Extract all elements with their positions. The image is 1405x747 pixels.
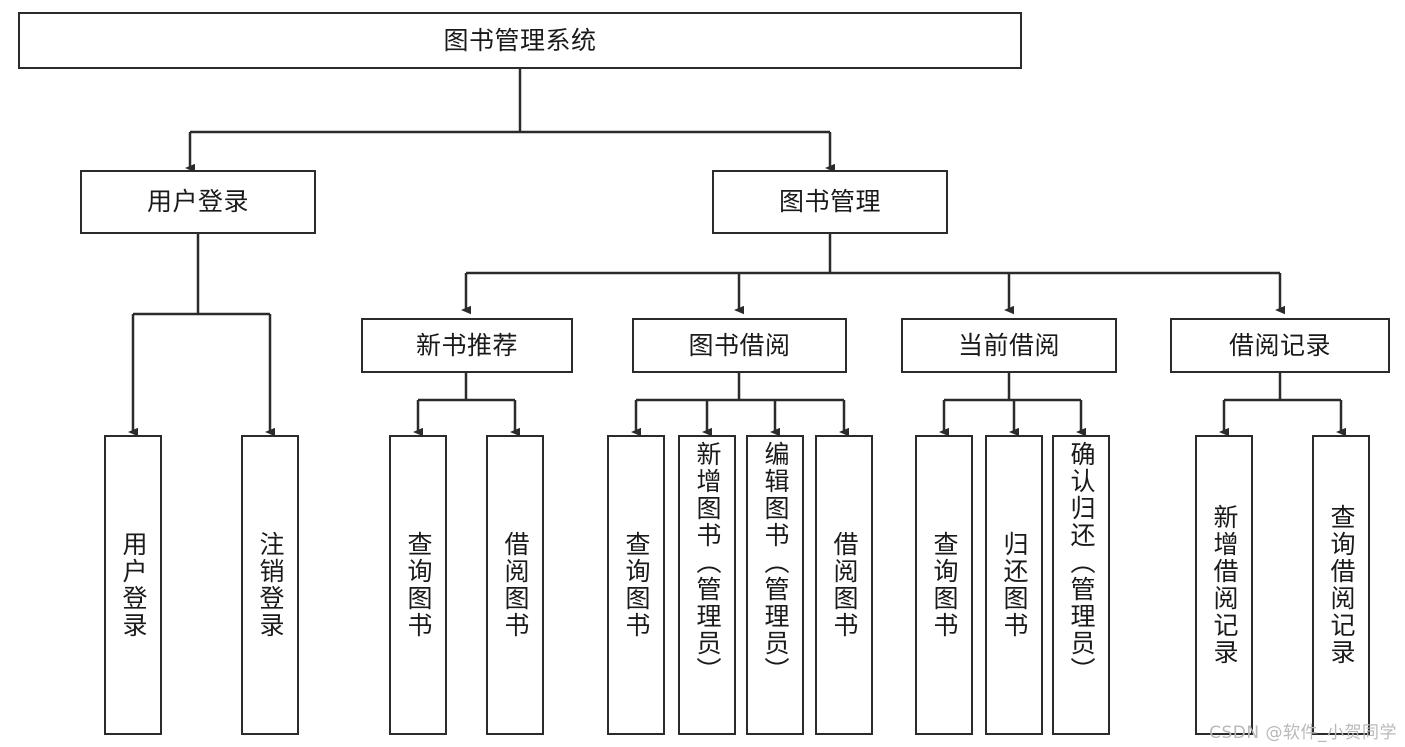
node-label: 新增图书（管理员） [693, 441, 722, 684]
node-label: 借阅记录 [1228, 330, 1331, 360]
node-label: 查询图书 [622, 531, 651, 639]
node-label: 新增借阅记录 [1210, 504, 1239, 666]
node-leaf-logout-login[interactable]: 注销登录 [241, 435, 299, 735]
node-label: 查询图书 [930, 531, 959, 639]
node-leaf-edit-book-admin[interactable]: 编辑图书（管理员） [746, 435, 804, 735]
node-leaf-query-book-borrow[interactable]: 查询图书 [607, 435, 665, 735]
node-label: 用户登录 [119, 531, 148, 639]
csdn-watermark: CSDN @软件_小贺同学 [1209, 723, 1397, 743]
node-leaf-query-borrow-record[interactable]: 查询借阅记录 [1312, 435, 1370, 735]
node-leaf-add-borrow-record[interactable]: 新增借阅记录 [1195, 435, 1253, 735]
node-label: 查询借阅记录 [1327, 504, 1356, 666]
node-leaf-query-book-current[interactable]: 查询图书 [915, 435, 973, 735]
node-label: 借阅图书 [501, 531, 530, 639]
node-leaf-borrow-book-recommend[interactable]: 借阅图书 [486, 435, 544, 735]
node-label: 查询图书 [404, 531, 433, 639]
node-leaf-borrow-book-borrow[interactable]: 借阅图书 [815, 435, 873, 735]
node-root-book-management-system[interactable]: 图书管理系统 [18, 12, 1022, 69]
node-label: 编辑图书（管理员） [761, 441, 790, 684]
node-label: 用户登录 [146, 187, 249, 217]
node-label: 当前借阅 [957, 330, 1060, 360]
node-label: 借阅图书 [830, 531, 859, 639]
node-label: 新书推荐 [415, 330, 518, 360]
node-book-borrow[interactable]: 图书借阅 [632, 318, 847, 373]
node-label: 注销登录 [256, 531, 285, 639]
node-new-book-recommend[interactable]: 新书推荐 [361, 318, 573, 373]
node-user-login[interactable]: 用户登录 [80, 170, 316, 234]
node-leaf-user-login[interactable]: 用户登录 [104, 435, 162, 735]
node-borrow-record[interactable]: 借阅记录 [1170, 318, 1390, 373]
node-label: 图书管理 [778, 187, 881, 217]
node-label: 图书管理系统 [443, 25, 597, 55]
node-leaf-return-book[interactable]: 归还图书 [985, 435, 1043, 735]
node-leaf-confirm-return-admin[interactable]: 确认归还（管理员） [1052, 435, 1110, 735]
node-leaf-add-book-admin[interactable]: 新增图书（管理员） [678, 435, 736, 735]
node-label: 图书借阅 [688, 330, 791, 360]
node-label: 归还图书 [1000, 531, 1029, 639]
node-label: 确认归还（管理员） [1067, 441, 1096, 684]
node-current-borrow[interactable]: 当前借阅 [901, 318, 1117, 373]
node-book-management[interactable]: 图书管理 [712, 170, 948, 234]
node-leaf-query-book-recommend[interactable]: 查询图书 [389, 435, 447, 735]
